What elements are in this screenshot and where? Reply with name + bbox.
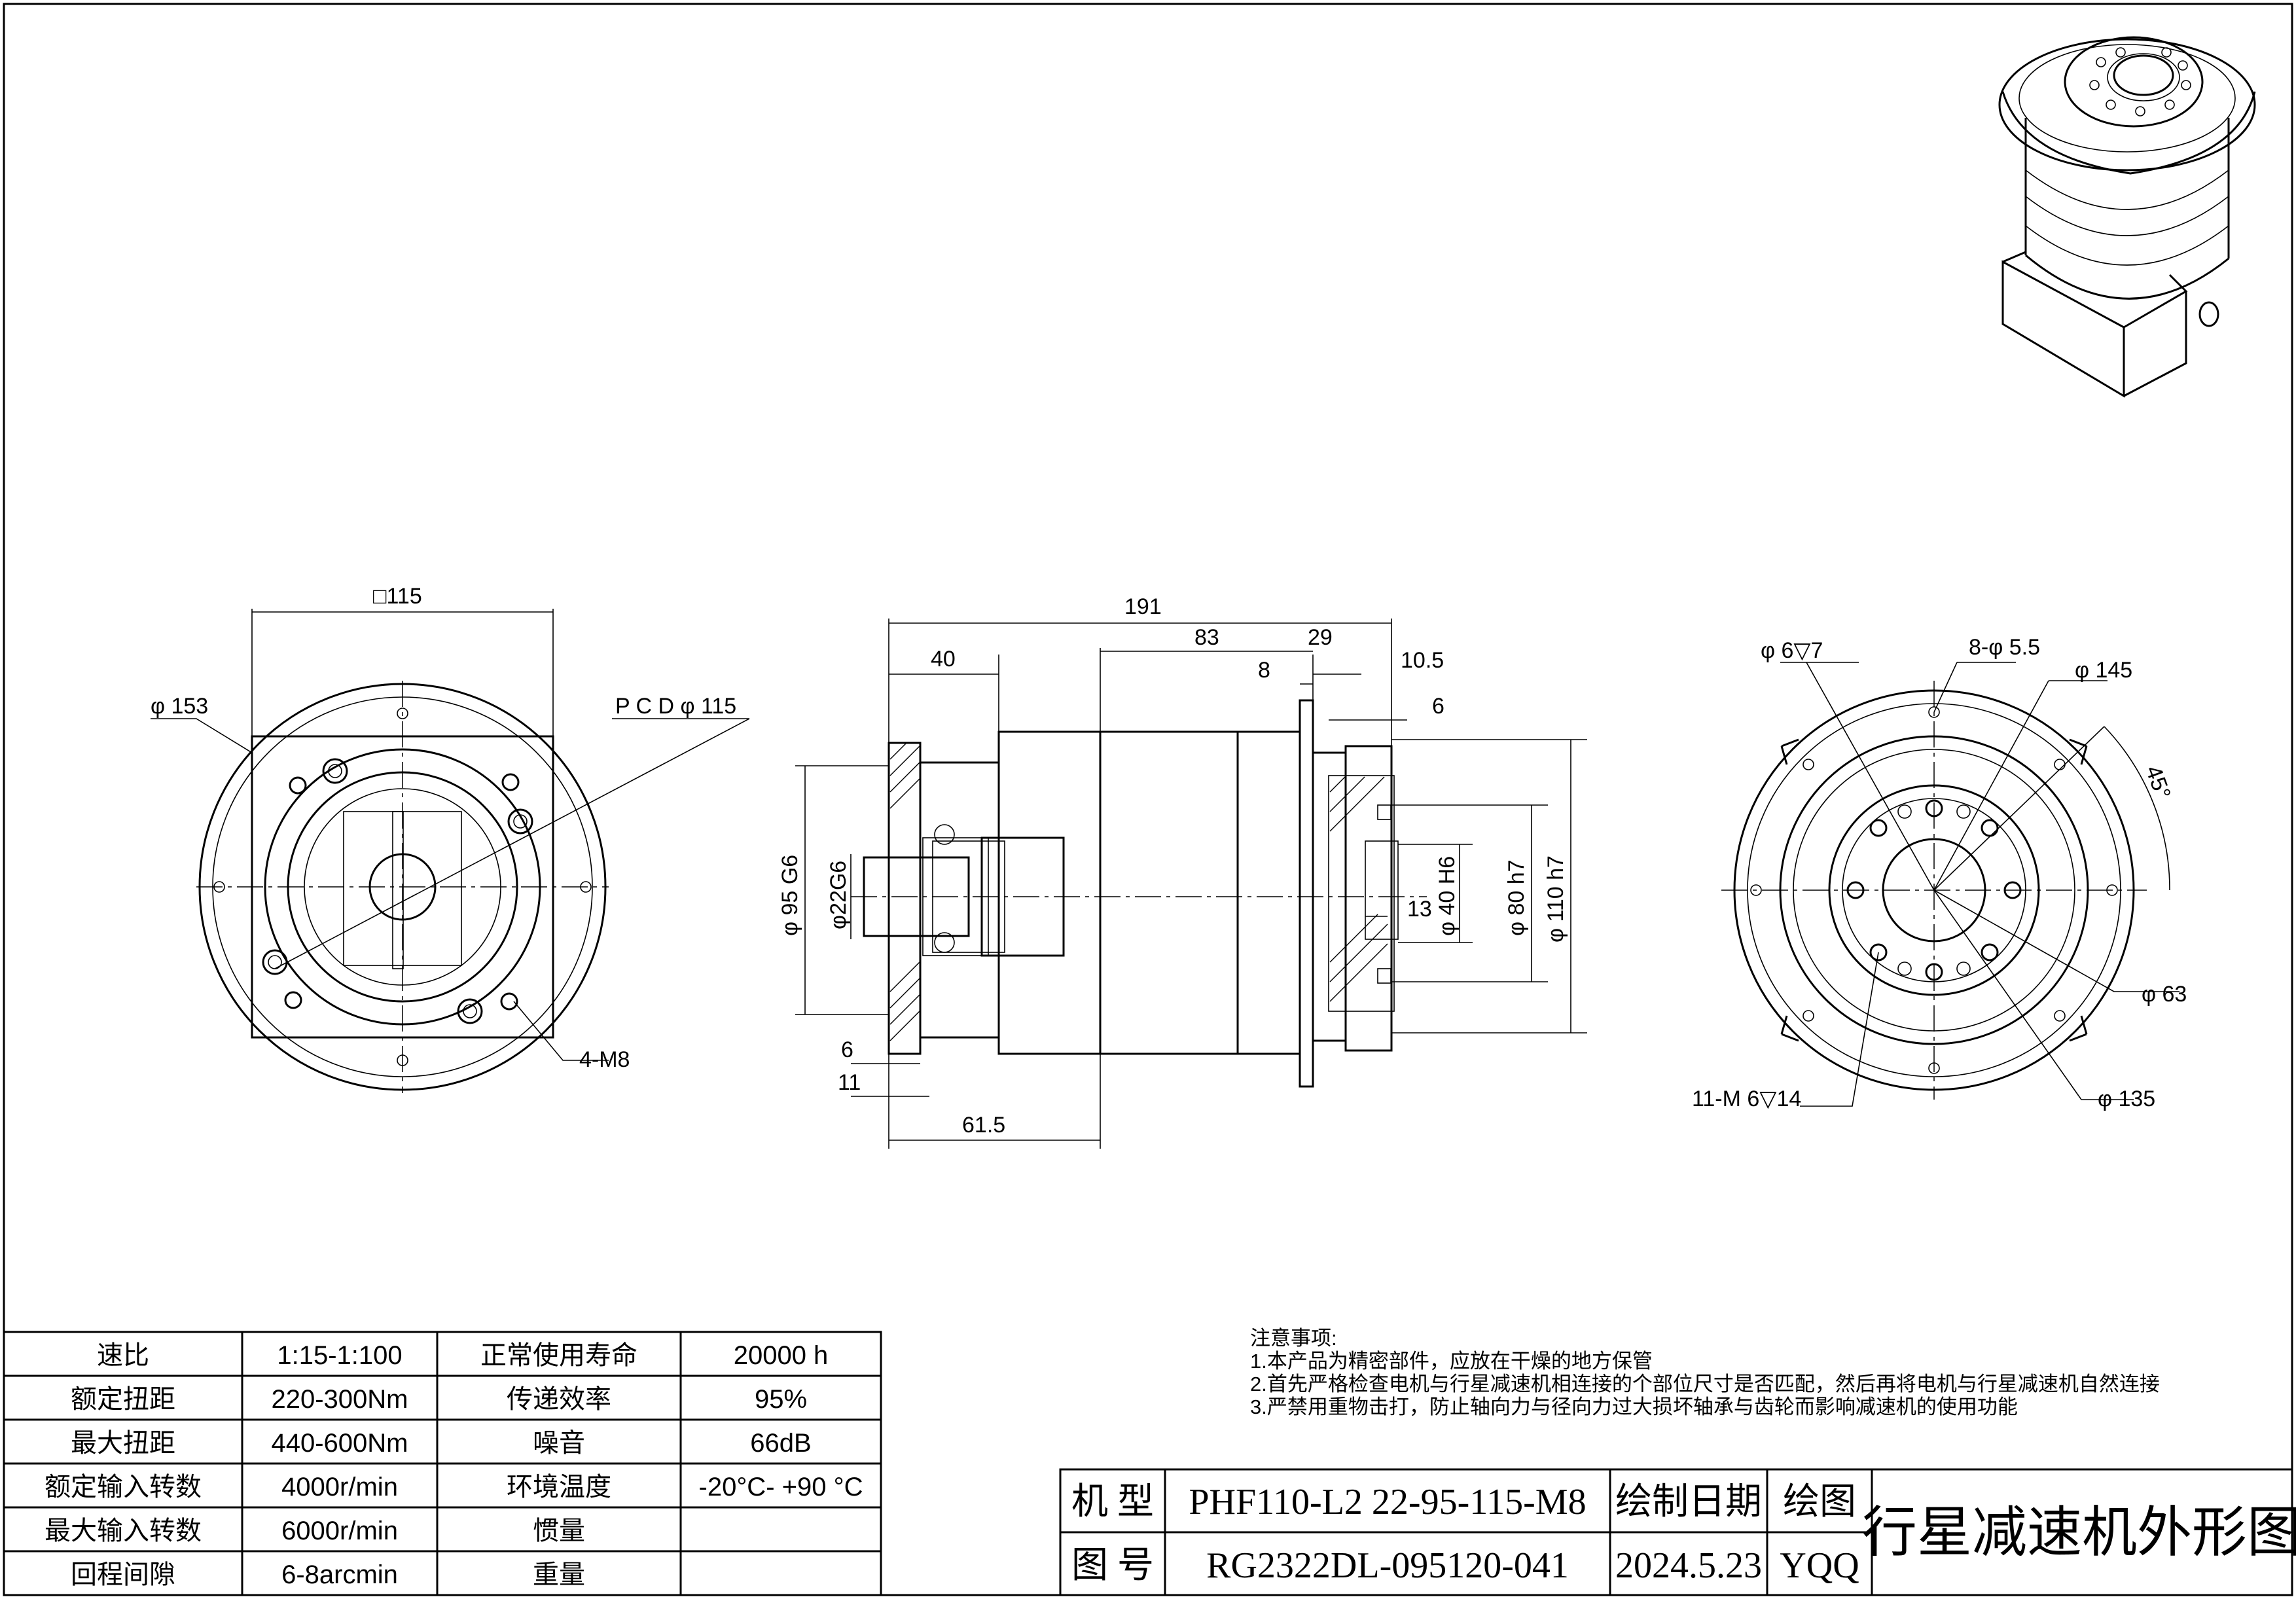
date-label: 绘制日期 xyxy=(1615,1482,1762,1522)
side-section-view xyxy=(795,619,1587,1149)
dim-length-191: 191 xyxy=(1124,594,1162,619)
drawer-label: 绘图 xyxy=(1783,1482,1856,1522)
dim-length-13: 13 xyxy=(1407,897,1432,922)
drawing-title: 行星减速机外形图 xyxy=(1862,1503,2296,1564)
dim-8-holes-5-5: 8-φ 5.5 xyxy=(1969,635,2040,660)
dim-diameter-135: φ 135 xyxy=(2098,1087,2155,1111)
dim-length-6-top: 6 xyxy=(1432,694,1444,719)
dim-diameter-80: φ 80 h7 xyxy=(1504,859,1529,936)
title-block xyxy=(1059,1468,2293,1596)
dim-length-61-5: 61.5 xyxy=(962,1113,1005,1138)
spec-value: 66dB xyxy=(750,1429,811,1458)
spec-label: 速比 xyxy=(97,1341,149,1370)
input-flange-view xyxy=(151,609,750,1093)
dim-square-115: □115 xyxy=(373,584,422,609)
spec-value: 4000r/min xyxy=(281,1473,398,1501)
spec-label: 重量 xyxy=(533,1560,585,1589)
spec-value: 440-600Nm xyxy=(271,1429,408,1458)
output-flange-view xyxy=(1721,662,2179,1107)
dim-length-29: 29 xyxy=(1308,625,1333,650)
note-line: 3.严禁用重物击打，防止轴向力与径向力过大损坏轴承与齿轮而影响减速机的使用功能 xyxy=(1250,1395,2018,1418)
dim-diameter-40: φ 40 H6 xyxy=(1435,856,1460,936)
dim-diameter-145: φ 145 xyxy=(2075,658,2132,683)
note-line: 2.首先严格检查电机与行星减速机相连接的个部位尺寸是否匹配，然后再将电机与行星减… xyxy=(1250,1373,2160,1395)
spec-label: 惯量 xyxy=(533,1517,585,1545)
spec-value: 6000r/min xyxy=(281,1517,398,1545)
spec-value: 20000 h xyxy=(734,1341,829,1370)
spec-label: 最大扭距 xyxy=(71,1429,175,1458)
dim-length-10-5: 10.5 xyxy=(1401,648,1444,673)
spec-value: 220-300Nm xyxy=(271,1385,408,1414)
spec-value: -20°C- +90 °C xyxy=(699,1473,863,1501)
dim-length-6-bottom: 6 xyxy=(841,1037,853,1062)
dim-diameter-110: φ 110 h7 xyxy=(1543,855,1568,943)
spec-label: 额定扭距 xyxy=(71,1385,175,1414)
iso-view xyxy=(1998,36,2256,398)
number-label: 图 号 xyxy=(1071,1545,1154,1586)
notes-title: 注意事项: xyxy=(1250,1327,1337,1350)
number-value: RG2322DL-095120-041 xyxy=(1206,1545,1569,1586)
dim-diameter-95: φ 95 G6 xyxy=(778,855,802,936)
dim-hole-6-depth-7: φ 6▽7 xyxy=(1761,638,1823,663)
dim-diameter-153: φ 153 xyxy=(151,694,208,719)
spec-value: 1:15-1:100 xyxy=(277,1341,402,1370)
model-label: 机 型 xyxy=(1071,1482,1154,1522)
spec-value: 95% xyxy=(755,1385,807,1414)
dim-pcd-115: P C D φ 115 xyxy=(615,694,736,719)
spec-label: 额定输入转数 xyxy=(45,1473,202,1501)
dim-diameter-22: φ22G6 xyxy=(826,861,851,929)
spec-label: 噪音 xyxy=(533,1429,585,1458)
drawer-value: YQQ xyxy=(1780,1545,1859,1586)
dim-diameter-63: φ 63 xyxy=(2142,982,2187,1007)
spec-value: 6-8arcmin xyxy=(281,1560,398,1589)
dim-length-8: 8 xyxy=(1258,658,1270,683)
spec-label: 传递效率 xyxy=(507,1385,611,1414)
note-line: 1.本产品为精密部件，应放在干燥的地方保管 xyxy=(1250,1350,1653,1373)
dim-length-83: 83 xyxy=(1194,625,1219,650)
dim-4-m8: 4-M8 xyxy=(579,1047,630,1072)
dim-11-m6-depth-14: 11-M 6▽14 xyxy=(1692,1087,1801,1111)
spec-label: 正常使用寿命 xyxy=(480,1341,637,1370)
spec-table xyxy=(3,1331,882,1596)
dim-angle-45: 45° xyxy=(2140,763,2175,802)
dim-length-40: 40 xyxy=(931,647,956,672)
dim-length-11: 11 xyxy=(838,1070,861,1095)
model-value: PHF110-L2 22-95-115-M8 xyxy=(1189,1482,1586,1522)
spec-label: 最大输入转数 xyxy=(45,1517,202,1545)
spec-label: 回程间隙 xyxy=(71,1560,175,1589)
date-value: 2024.5.23 xyxy=(1615,1545,1762,1586)
spec-label: 环境温度 xyxy=(507,1473,611,1501)
